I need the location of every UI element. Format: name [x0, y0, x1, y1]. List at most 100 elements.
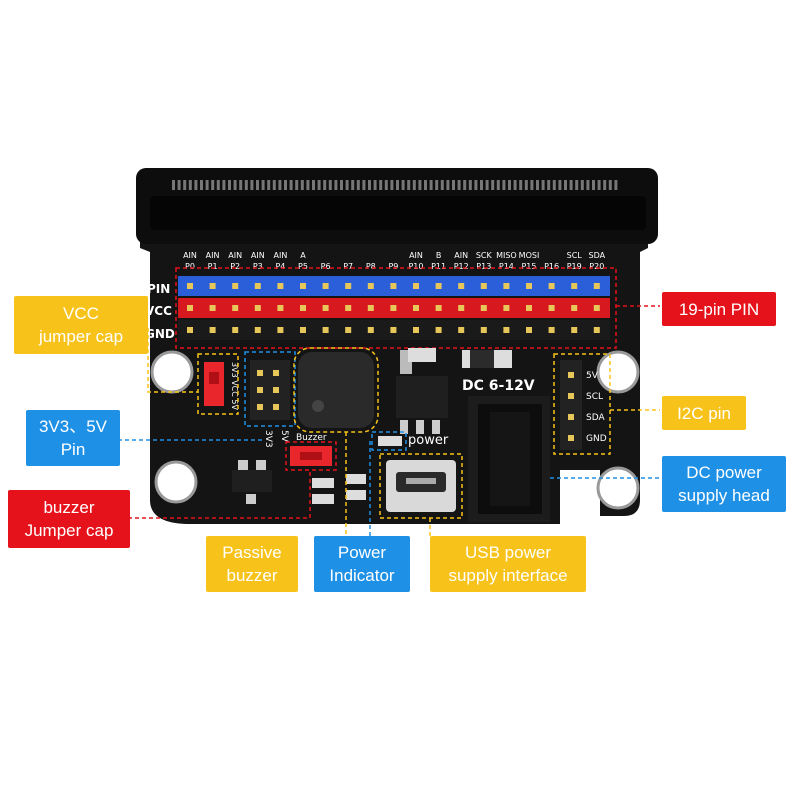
header-pin — [254, 327, 261, 333]
connector-tooth — [592, 180, 595, 190]
connector-tooth — [580, 180, 584, 190]
connector-tooth — [289, 180, 293, 190]
header-pin — [322, 327, 329, 333]
connector-tooth — [328, 180, 332, 190]
connector-tooth — [547, 180, 551, 190]
connector-tooth — [502, 180, 506, 190]
connector-tooth — [614, 180, 618, 190]
leader-buzzer-jumper — [128, 470, 311, 519]
callout-buzzer-jumper-cap: buzzer Jumper cap — [8, 490, 130, 548]
header-pin — [480, 305, 487, 311]
header-pin — [367, 305, 374, 311]
header-pin — [300, 283, 306, 289]
header-pin — [503, 327, 510, 333]
connector-tooth — [306, 180, 310, 190]
usb-port-outline — [379, 453, 463, 519]
pin-label-top: SCL — [567, 251, 583, 260]
connector-tooth — [194, 180, 198, 190]
header-pin — [345, 305, 352, 311]
pin-label-bottom: P0 — [185, 262, 195, 271]
smd-resistor — [312, 494, 334, 504]
power-led — [378, 436, 402, 446]
connector-tooth — [216, 180, 220, 190]
power-label: power — [408, 433, 449, 448]
connector-tooth — [317, 180, 321, 190]
connector-tooth — [362, 180, 366, 190]
header-pin — [548, 283, 555, 289]
pin-label-bottom: P2 — [230, 262, 240, 271]
i2c-label-gnd: GND — [586, 434, 607, 444]
connector-tooth — [440, 180, 444, 190]
header-pin — [480, 283, 487, 289]
pin-label-bottom: P20 — [589, 262, 604, 271]
connector-tooth — [278, 180, 282, 190]
connector-tooth — [558, 180, 562, 190]
connector-tooth — [261, 180, 265, 190]
header-pin — [458, 283, 465, 289]
pin-label-bottom: P9 — [388, 262, 398, 271]
pin-label-top: AIN — [273, 251, 287, 260]
connector-tooth — [530, 180, 534, 190]
smd-resistor — [312, 478, 334, 488]
header-pin — [187, 283, 193, 289]
pin-label-bottom: P14 — [499, 262, 514, 271]
i2c-label-5v: 5V — [586, 371, 599, 381]
pin-label-top: AIN — [251, 251, 265, 260]
connector-tooth — [284, 180, 287, 190]
power-led-outline — [371, 431, 407, 451]
header-pin — [571, 327, 578, 333]
header-pin — [593, 327, 600, 333]
header-pins — [187, 283, 600, 333]
connector-tooth — [205, 180, 209, 190]
pin-label-top: MISO — [496, 251, 517, 260]
i2c-pin-block — [560, 360, 582, 450]
header-pin — [390, 283, 397, 289]
connector-tooth — [485, 180, 489, 190]
connector-tooth — [536, 180, 539, 190]
header-pin — [232, 305, 239, 311]
pin-label-bottom: P7 — [343, 262, 353, 271]
i2c-label-scl: SCL — [586, 392, 603, 402]
i2c-pin — [568, 414, 574, 420]
connector-tooth — [396, 180, 399, 190]
header-pin — [390, 305, 397, 311]
pin-label-bottom: P13 — [476, 262, 491, 271]
callout-i2c-pin: I2C pin — [662, 396, 746, 430]
connector-tooth — [491, 180, 495, 190]
connector-tooth — [228, 180, 231, 190]
callout-usb-power: USB power supply interface — [430, 536, 586, 592]
connector-tooth — [379, 180, 383, 190]
connector-tooth — [412, 180, 416, 190]
connector-teeth — [172, 180, 618, 190]
connector-tooth — [424, 180, 427, 190]
pin-label-bottom: P6 — [321, 262, 331, 271]
pin-label-top: AIN — [206, 251, 220, 260]
header-pin — [187, 305, 193, 311]
header-pin — [435, 327, 442, 333]
pin-label-top: AIN — [454, 251, 468, 260]
block-pin — [257, 404, 263, 410]
connector-tooth — [496, 180, 500, 190]
connector-tooth — [480, 180, 483, 190]
mounting-hole — [154, 460, 198, 504]
smd-resistor — [346, 490, 366, 500]
connector-tooth — [222, 180, 226, 190]
connector-tooth — [211, 180, 215, 190]
connector-tooth — [177, 180, 181, 190]
connector-tooth — [435, 180, 439, 190]
header-pin — [548, 327, 555, 333]
connector-tooth — [351, 180, 355, 190]
header-pin — [480, 327, 487, 333]
connector-tooth — [334, 180, 338, 190]
header-pin — [458, 327, 465, 333]
mounting-hole — [150, 350, 194, 394]
mounting-hole — [596, 350, 640, 394]
connector-tooth — [368, 180, 371, 190]
header-pin — [413, 305, 419, 311]
jumper-3v3-label: 3V3 — [263, 430, 273, 448]
i2c-pin — [568, 435, 574, 441]
header-pin — [571, 305, 578, 311]
mounting-hole — [596, 466, 640, 510]
connector-tooth — [323, 180, 327, 190]
